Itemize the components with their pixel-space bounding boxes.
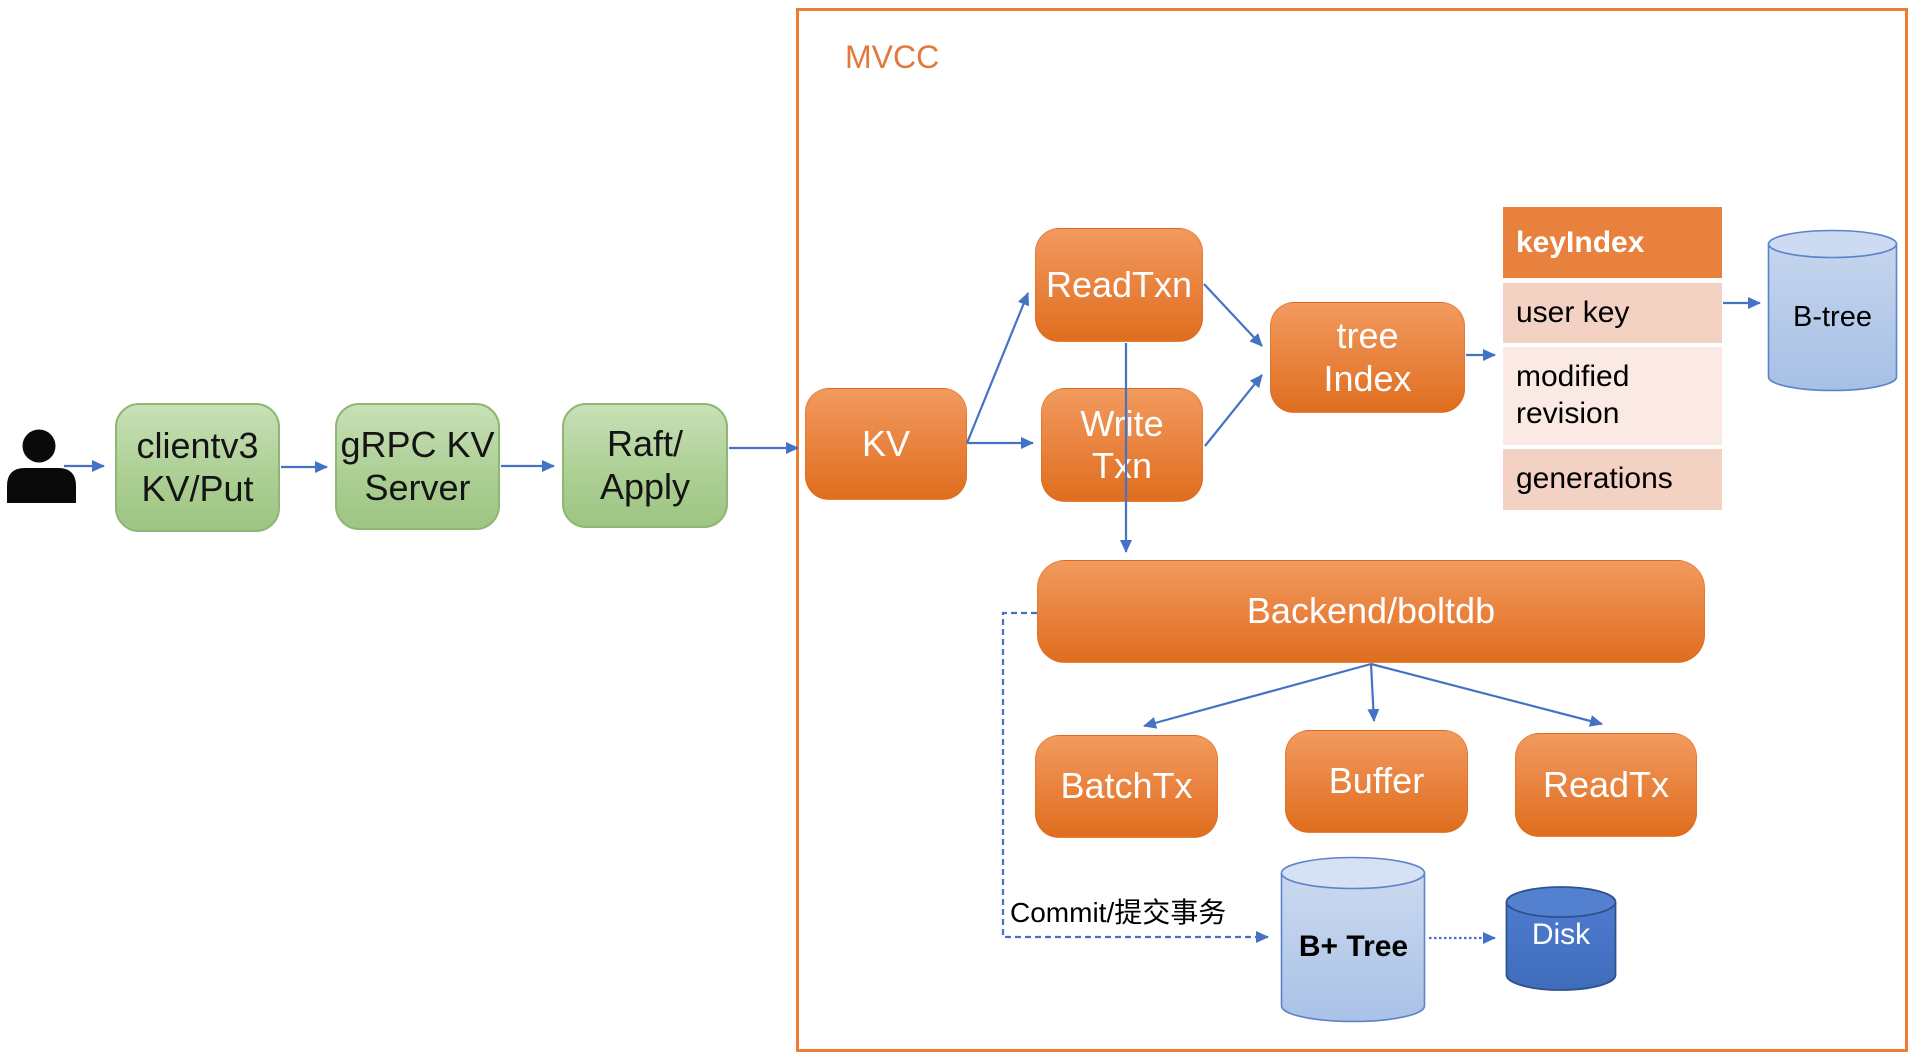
cylinder-bplus-tree-shape — [1280, 856, 1426, 1023]
node-raft-apply: Raft/ Apply — [562, 403, 728, 528]
node-read-tx: ReadTx — [1515, 733, 1697, 837]
btree-label: B-tree — [1793, 301, 1872, 333]
cylinder-btree-shape — [1767, 229, 1898, 392]
node-tree-index: tree Index — [1270, 302, 1465, 413]
node-write-txn: Write Txn — [1041, 388, 1203, 502]
disk-label: Disk — [1531, 918, 1591, 951]
node-read-txn: ReadTxn — [1035, 228, 1203, 342]
cylinder-disk: Disk — [1505, 886, 1617, 992]
keyindex-row-user-key: user key — [1503, 283, 1722, 343]
keyindex-table-header: keyIndex — [1503, 207, 1722, 278]
node-kv: KV — [805, 388, 967, 500]
person-icon — [7, 429, 76, 503]
mvcc-region-label: MVCC — [845, 39, 940, 75]
node-backend-boltdb: Backend/boltdb — [1037, 560, 1705, 663]
node-buffer: Buffer — [1285, 730, 1468, 833]
cylinder-disk-shape — [1505, 886, 1617, 991]
node-batch-tx: BatchTx — [1035, 735, 1218, 838]
keyindex-row-modified-revision: modified revision — [1503, 347, 1722, 445]
node-clientv3-kv-put: clientv3 KV/Put — [115, 403, 280, 532]
cylinder-btree: B-tree — [1767, 229, 1898, 392]
node-grpc-kv-server: gRPC KV Server — [335, 403, 500, 530]
keyindex-table: keyIndex user key modified revision gene… — [1503, 207, 1722, 510]
commit-annotation: Commit/提交事务 — [1010, 897, 1227, 928]
keyindex-row-generations: generations — [1503, 449, 1722, 510]
cylinder-bplus-tree: B+ Tree — [1280, 856, 1427, 1024]
mvcc-region: MVCC — [796, 8, 1908, 1052]
bplus-tree-label: B+ Tree — [1298, 930, 1409, 963]
